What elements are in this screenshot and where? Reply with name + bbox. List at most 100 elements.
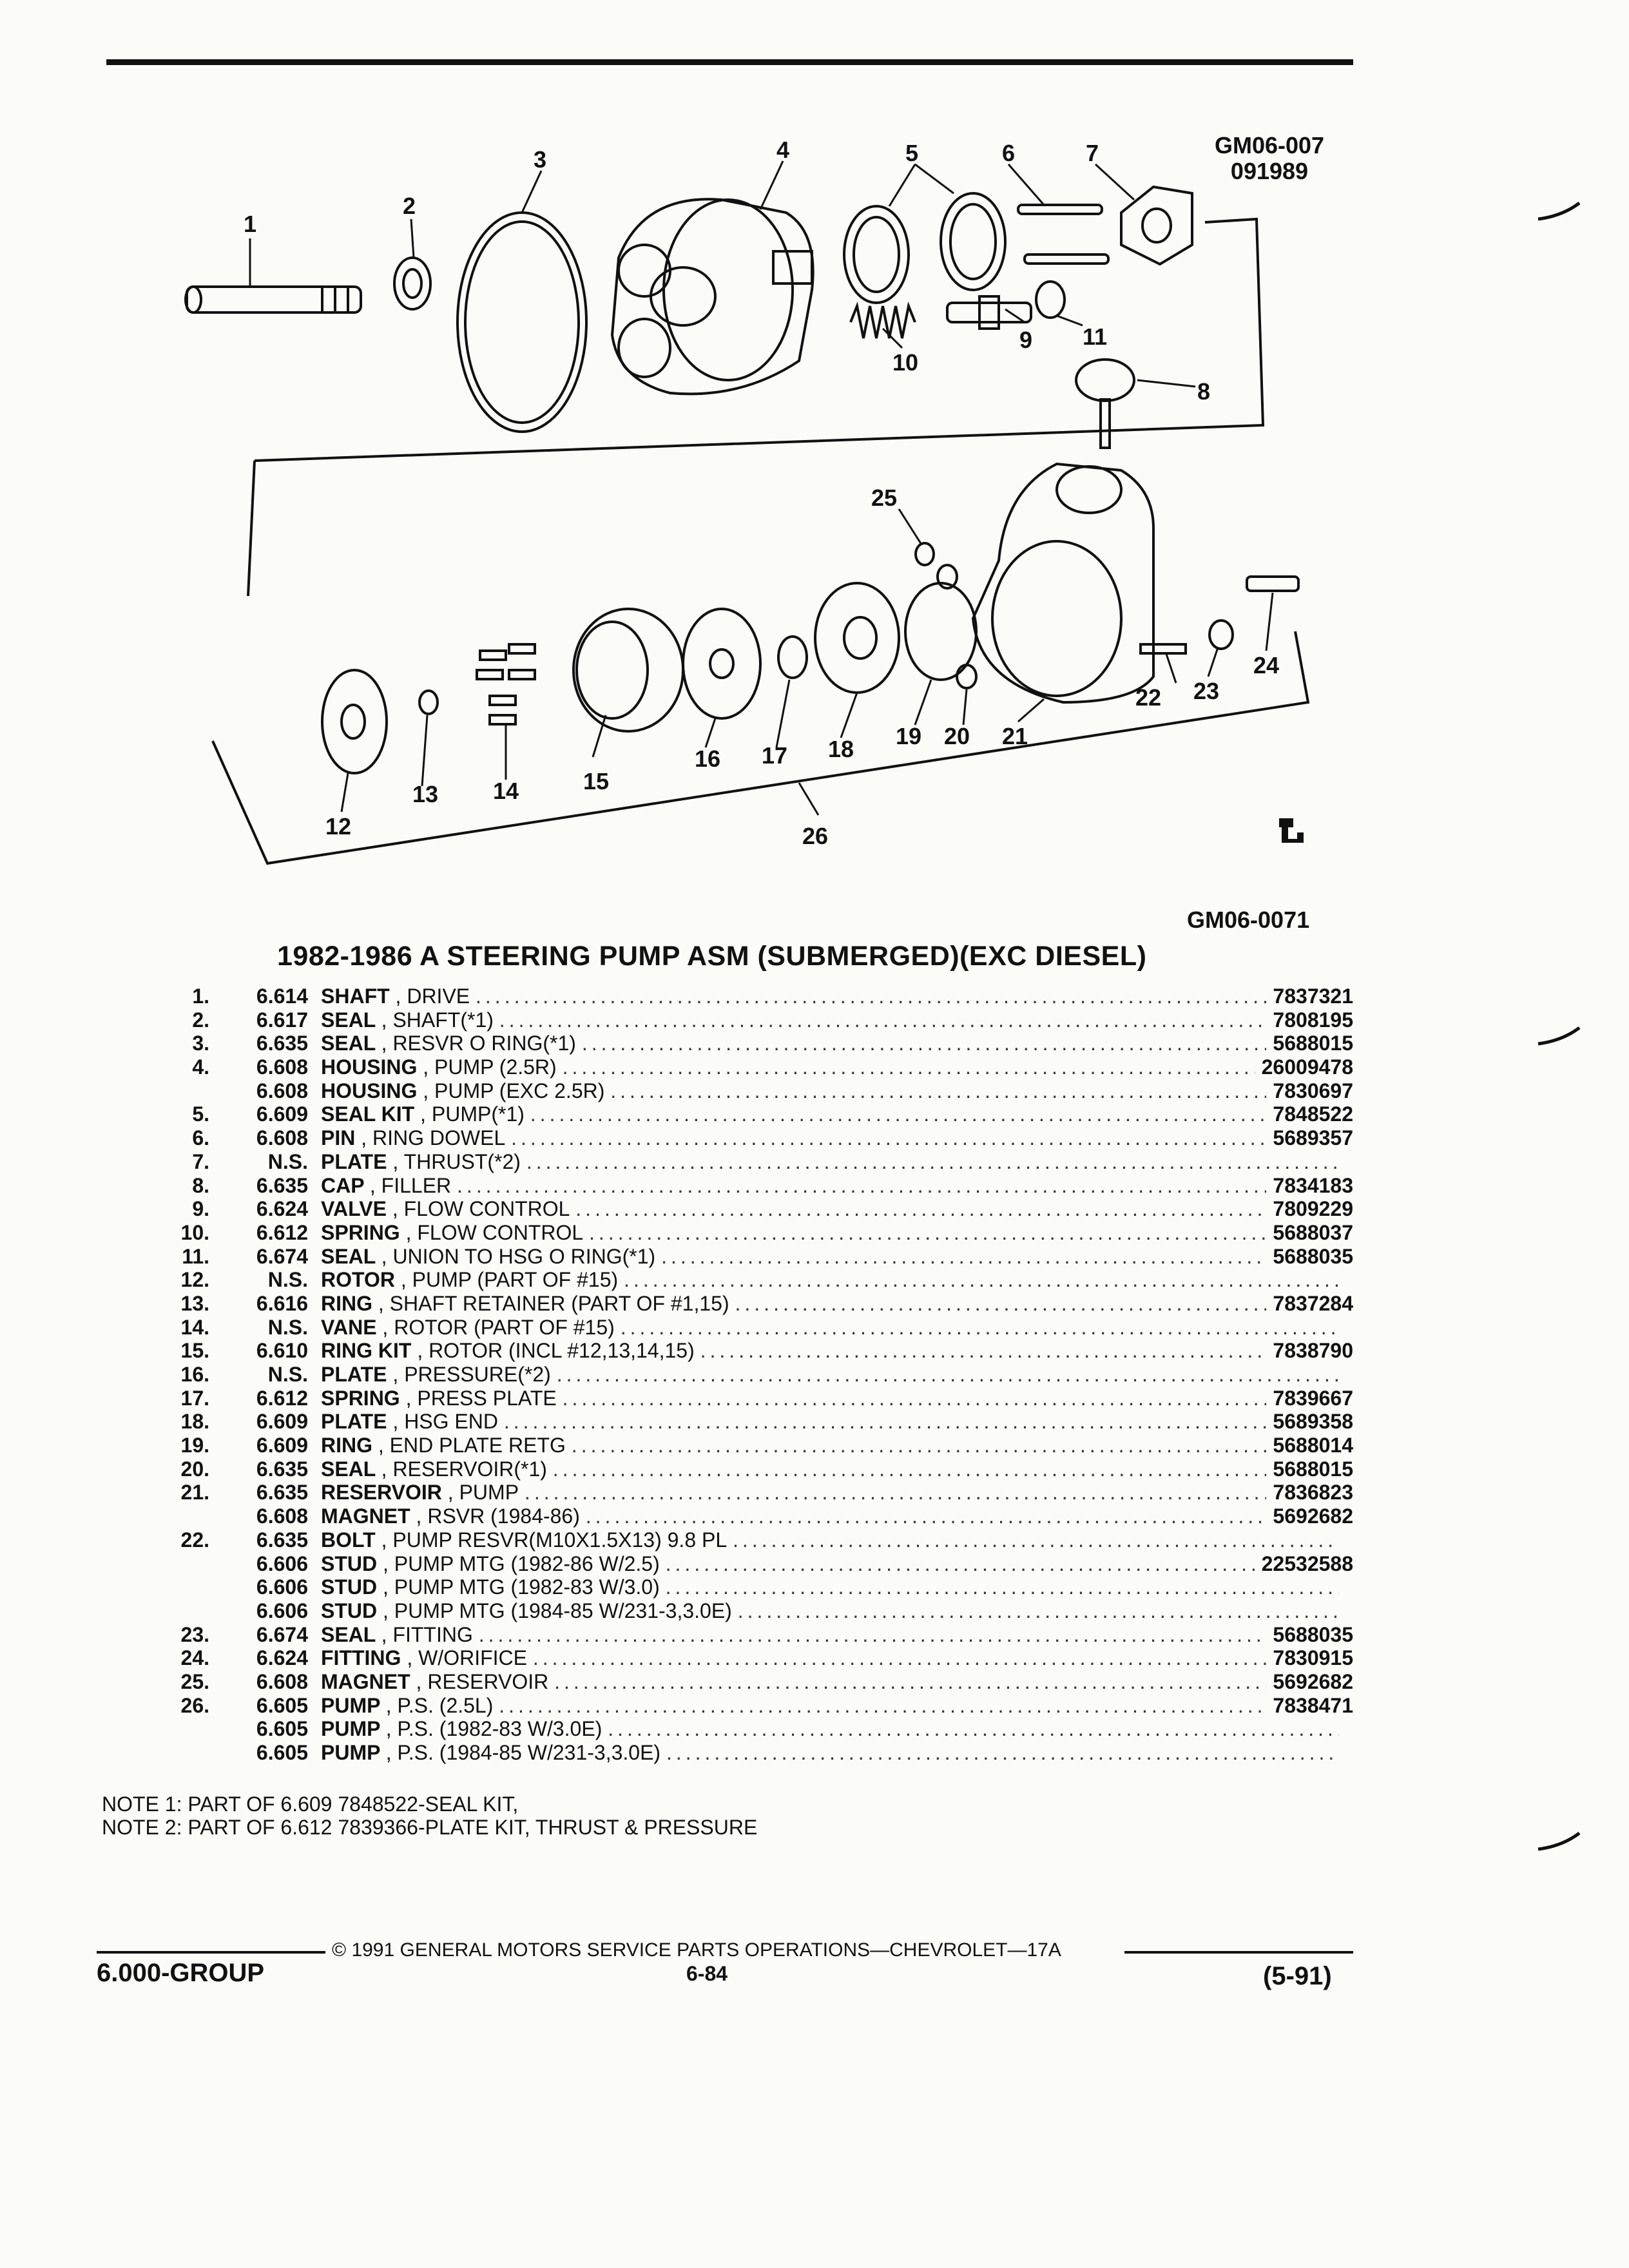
callout-5: 5 [905,140,918,166]
part-detail: , PUMP (EXC 2.5R) [423,1079,605,1102]
part-description: SEAL , RESVR O RING(*1) ................… [321,1032,1339,1055]
part-detail: , HSG END [392,1410,498,1434]
part-description: ROTOR , PUMP (PART OF #15) .............… [321,1268,1339,1291]
reservoir-part [971,462,1155,704]
part-detail: , PUMP (2.5R) [423,1055,557,1079]
callout-13: 13 [412,781,438,807]
part-description: SPRING , PRESS PLATE ...................… [321,1387,1339,1410]
group-number: 6.635 [256,1528,308,1552]
part-name: STUD [321,1575,378,1599]
note-2: NOTE 2: PART OF 6.612 7839366-PLATE KIT,… [102,1816,758,1839]
part-detail: , PUMP(*1) [420,1102,525,1126]
callout-8: 8 [1197,378,1210,405]
part-number: 5689357 [1266,1126,1353,1150]
leader-dots: ........................................… [585,1504,1339,1528]
part-detail: , RESERVOIR [416,1669,549,1693]
part-name: RESERVOIR [321,1481,442,1504]
group-number: 6.617 [256,1008,308,1032]
item-number: 3. [192,1032,209,1055]
part-number: 5689358 [1266,1410,1353,1434]
item-number: 25. [180,1669,209,1693]
leader-dots: ........................................… [666,1741,1339,1764]
group-number: 6.614 [256,985,308,1008]
group-number: 6.605 [256,1717,308,1741]
part-number: 7836823 [1266,1481,1353,1504]
dowel-pins-part [1017,204,1110,265]
part-name: FITTING [321,1646,401,1670]
group-number: 6.608 [256,1079,308,1102]
callout-26: 26 [802,823,828,849]
callout-9: 9 [1019,327,1032,353]
group-number: 6.608 [256,1055,308,1079]
part-name: STUD [321,1599,378,1622]
part-row: 6.608 MAGNET , RSVR (1984-86) ...........… [129,1504,1353,1528]
part-row: 14.N.S.VANE , ROTOR (PART OF #15) ......… [129,1316,1353,1340]
callout-11: 11 [1083,323,1107,350]
part-description: PLATE , HSG END ........................… [321,1410,1339,1433]
part-name: VANE [321,1315,377,1339]
callout-2: 2 [403,193,416,219]
part-row: 16.N.S.PLATE , PRESSURE(*2) ............… [129,1363,1353,1387]
leader-dots: ........................................… [661,1244,1339,1268]
group-number: 6.608 [256,1504,308,1528]
group-number: 6.609 [256,1410,308,1434]
leader-dots: ........................................… [556,1363,1339,1386]
part-detail: , PRESSURE(*2) [392,1363,551,1386]
leader-dots: ........................................… [608,1717,1339,1741]
group-number: 6.606 [256,1575,308,1599]
leader-dots: ........................................… [735,1291,1340,1315]
callout-21: 21 [1002,723,1028,749]
leader-dots: ........................................… [552,1457,1339,1481]
group-number: 6.674 [256,1622,308,1646]
part-detail: , PUMP MTG (1984-85 W/231-3,3.0E) [383,1599,732,1622]
part-number: 5692682 [1266,1504,1353,1528]
leader-dots: ........................................… [526,1149,1339,1173]
part-name: HOUSING [321,1079,418,1102]
part-name: SEAL [321,1244,376,1268]
upper-group-outline [254,217,1265,462]
part-description: RING , END PLATE RETG ..................… [321,1434,1339,1457]
group-number: 6.635 [256,1032,308,1055]
callout-20: 20 [944,723,970,749]
leader-dots: ........................................… [499,1693,1339,1717]
part-detail: , SHAFT RETAINER (PART OF #1,15) [378,1291,729,1315]
part-description: PUMP , P.S. (1984-85 W/231-3,3.0E) .....… [321,1741,1339,1764]
part-detail: , DRIVE [395,985,470,1008]
group-number: 6.612 [256,1220,308,1244]
part-description: SEAL , FITTING .........................… [321,1623,1339,1646]
part-description: VALVE , FLOW CONTROL ...................… [321,1197,1339,1220]
part-detail: , FILLER [369,1173,452,1197]
item-number: 5. [192,1102,209,1126]
callout-6: 6 [1002,140,1015,166]
leader-dots: ........................................… [737,1599,1339,1622]
part-description: CAP , FILLER ...........................… [321,1174,1339,1197]
part-detail: , SHAFT(*1) [381,1008,494,1032]
drive-shaft-part [184,285,362,314]
part-name: STUD [321,1552,378,1575]
callout-23: 23 [1193,678,1219,704]
magnet-part [914,542,935,566]
o-ring-part [456,211,588,433]
part-description: MAGNET , RSVR (1984-86) ................… [321,1504,1339,1528]
image-code: GM06-007 091989 [1205,133,1334,184]
item-number: 16. [180,1363,209,1386]
press-plate-spring-part [777,635,808,679]
filler-cap-part [1075,358,1135,449]
item-number: 7. [192,1149,209,1173]
callout-18: 18 [828,736,854,762]
group-number: 6.635 [256,1457,308,1481]
pump-housing-part [610,198,815,396]
part-number: 7848522 [1266,1102,1353,1126]
item-number: 13. [180,1291,209,1315]
group-number: 6.608 [256,1669,308,1693]
seal-kit-part [843,192,1007,304]
part-detail: , RESVR O RING(*1) [381,1032,576,1055]
